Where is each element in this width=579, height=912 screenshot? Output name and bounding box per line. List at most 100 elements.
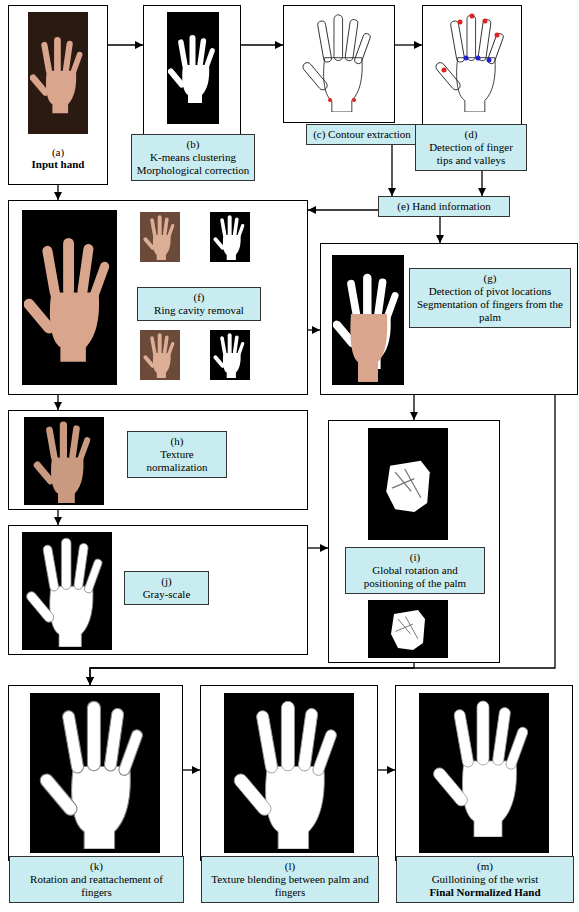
step-label: (h)Texture normalization (127, 431, 227, 478)
finger-valley (464, 56, 469, 61)
hand-contour (301, 15, 371, 112)
step-letter: (j) (129, 575, 204, 588)
step-label: (f)Ring cavity removal (137, 287, 261, 321)
stage-panel: (b)K-means clustering Morphological corr… (143, 5, 241, 145)
step-letter: (f) (142, 291, 256, 304)
step-text: (e) Hand information (383, 200, 505, 213)
palm-gray (386, 461, 430, 512)
photo-ground (28, 12, 88, 134)
photo-ground (140, 330, 180, 380)
flow-arrow (481, 171, 482, 196)
photo-ground (140, 212, 180, 262)
step-label: (e) Hand information (378, 196, 510, 217)
mask-ground (210, 330, 250, 380)
hand-gray (38, 701, 144, 849)
finger-tip (442, 68, 447, 73)
stage-panel: (a)Input hand (8, 5, 108, 185)
step-label: (k)Rotation and reattachement of fingers (9, 856, 184, 903)
hand-photo (32, 421, 91, 503)
step-text: Guillotining of the wrist (401, 873, 569, 886)
finger-valley (487, 58, 492, 63)
step-text: Ring cavity removal (142, 304, 256, 317)
stage-panel: (m)Guillotining of the wristFinal Normal… (395, 685, 573, 861)
hand-gray (25, 538, 103, 647)
flow-arrow (57, 510, 58, 525)
step-label: (b)K-means clustering Morphological corr… (131, 134, 255, 181)
hand-crop-mask (213, 333, 245, 378)
step-letter: (b) (136, 138, 250, 151)
step-text: Input hand (9, 158, 107, 170)
step-label: (l)Texture blending between palm and fin… (201, 856, 379, 903)
finger-tip (483, 19, 488, 24)
hand-photo (28, 37, 83, 113)
step-text: (c) Contour extraction (311, 128, 413, 141)
flow-arrow (57, 185, 58, 200)
palm-gray (391, 610, 425, 650)
photo-ground (224, 693, 354, 853)
hand-crop (143, 333, 175, 378)
stage-panel: (g)Detection of pivot locations Segmenta… (320, 243, 578, 395)
hand-contour (434, 15, 504, 112)
step-text: Rotation and reattachement of fingers (14, 873, 179, 899)
step-label: (j)Gray-scale (124, 571, 209, 605)
photo-ground (22, 532, 112, 650)
flow-arrow (439, 217, 440, 243)
step-letter: (d) (420, 128, 522, 141)
flow-arrow (108, 44, 143, 45)
step-text: Detection of finger tips and valleys (420, 141, 522, 167)
stage-panel: (l)Texture blending between palm and fin… (200, 685, 378, 861)
flow-arrow (391, 145, 392, 196)
step-text: K-means clustering Morphological correct… (136, 151, 250, 177)
flow-arrow (308, 547, 328, 548)
step-letter: (l) (206, 860, 374, 873)
finger-tip (495, 33, 500, 38)
contour-point (328, 98, 332, 102)
flow-arrow (183, 769, 200, 770)
hand-mask (167, 35, 216, 103)
hand-crop-mask (213, 215, 245, 260)
stage-panel: (j)Gray-scale (8, 525, 308, 655)
flow-arrow (90, 395, 555, 685)
palm-photo (350, 314, 387, 382)
photo-ground (22, 210, 117, 385)
hand-photo (21, 238, 110, 362)
step-letter: (m) (401, 860, 569, 873)
stage-panel: (c) Contour extraction (283, 5, 395, 123)
mask-ground (167, 12, 219, 124)
photo-ground (24, 417, 104, 505)
step-label: (g)Detection of pivot locations Segmenta… (409, 268, 571, 328)
step-text: Gray-scale (129, 588, 204, 601)
finger-tip (470, 14, 475, 19)
step-label: (c) Contour extraction (306, 124, 418, 145)
hand-crop (143, 215, 175, 260)
stage-panel: (h)Texture normalization (8, 410, 308, 510)
hand-gray (232, 701, 338, 849)
step-text: Detection of pivot locations Segmentatio… (414, 285, 566, 324)
step-letter: (i) (350, 551, 480, 564)
step-text: Global rotation and positioning of the p… (350, 564, 480, 590)
step-letter: (a) (9, 146, 107, 158)
hand-normalized (431, 701, 529, 837)
step-label: (d)Detection of finger tips and valleys (415, 124, 527, 171)
step-letter: (g) (414, 272, 566, 285)
photo-ground (419, 693, 549, 853)
step-letter: (h) (132, 435, 222, 448)
stage-panel: (d)Detection of finger tips and valleys (422, 5, 522, 125)
flow-arrow (90, 663, 414, 685)
photo-ground (368, 428, 448, 540)
flow-arrow (308, 209, 378, 210)
step-label: (m)Guillotining of the wristFinal Normal… (396, 856, 574, 903)
finger-tip (458, 20, 463, 25)
stage-panel: (k)Rotation and reattachement of fingers (8, 685, 183, 861)
flow-arrow (308, 329, 320, 330)
step-label: (i)Global rotation and positioning of th… (345, 547, 485, 594)
photo-ground (368, 600, 448, 658)
flow-arrow (57, 395, 58, 410)
contour-point (352, 98, 356, 102)
step-text: Texture normalization (132, 448, 222, 474)
mask-ground (210, 212, 250, 262)
flow-arrow (413, 395, 414, 420)
photo-ground (30, 693, 160, 853)
flow-arrow (395, 44, 422, 45)
